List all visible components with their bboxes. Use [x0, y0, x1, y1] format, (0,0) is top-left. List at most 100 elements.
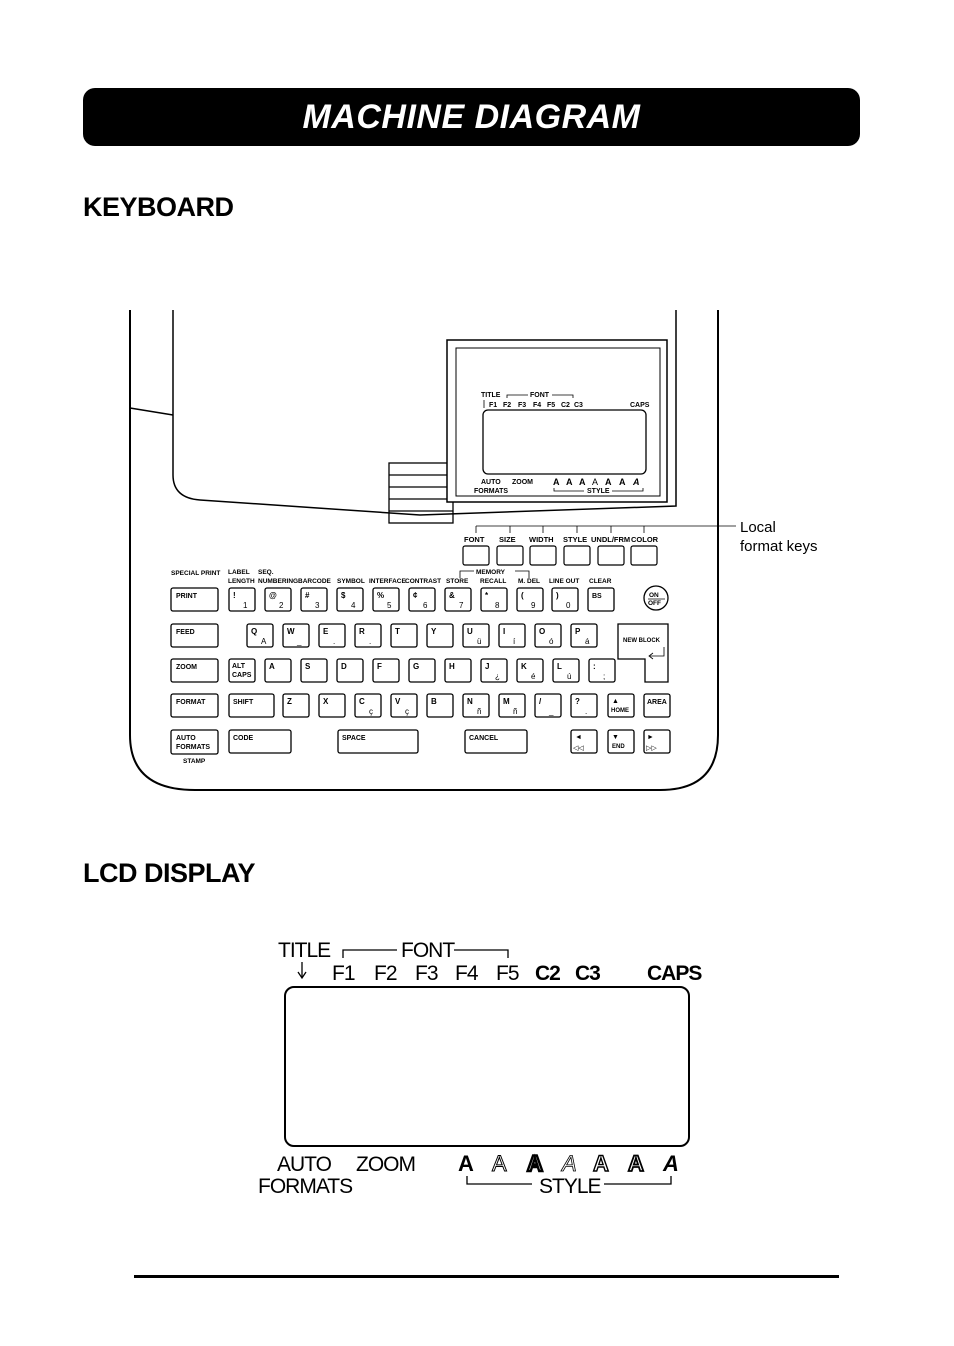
callout-local: Local — [740, 519, 776, 536]
lcd-formats: FORMATS — [258, 1175, 353, 1198]
char-key[interactable] — [516, 658, 544, 683]
char-key-top-label: & — [449, 591, 455, 600]
char-key-bottom-label: 7 — [459, 601, 464, 610]
key-right[interactable] — [643, 729, 671, 754]
lcd-auto: AUTO — [277, 1153, 332, 1176]
char-key[interactable] — [551, 587, 579, 612]
arrow-glyphs: ◄ ◁◁ ▼ ▲ ► ▷▷ — [573, 698, 657, 752]
char-key[interactable] — [426, 693, 454, 718]
label-store: STORE — [446, 578, 469, 585]
char-key-top-label: ( — [521, 591, 524, 600]
char-key[interactable] — [300, 658, 328, 683]
key-space-label: SPACE — [342, 735, 366, 742]
char-key-bottom-label: 6 — [423, 601, 428, 610]
char-key-top-label: / — [539, 697, 542, 706]
double-left-icon: ◁◁ — [573, 745, 584, 752]
key-area[interactable] — [643, 693, 671, 718]
key-alt-caps[interactable] — [228, 658, 256, 683]
char-key-top-label: ) — [556, 591, 559, 600]
char-key[interactable] — [336, 658, 364, 683]
lcd-f3: F3 — [415, 962, 438, 985]
style-bold-glyph: A — [458, 1151, 474, 1176]
char-key-bottom-label: ç — [369, 707, 373, 716]
key-bs-label: BS — [592, 593, 602, 600]
char-key[interactable] — [408, 587, 436, 612]
char-key[interactable] — [300, 587, 328, 612]
lcd-caps: CAPS — [647, 962, 702, 985]
char-key[interactable] — [480, 658, 508, 683]
char-key[interactable] — [588, 658, 616, 683]
key-cancel[interactable] — [464, 729, 528, 754]
char-key[interactable] — [408, 658, 436, 683]
char-key[interactable] — [282, 693, 310, 718]
char-key[interactable] — [354, 693, 382, 718]
key-alt-label: ALT — [232, 663, 246, 670]
char-key-top-label: Z — [287, 697, 292, 706]
char-key[interactable] — [282, 623, 310, 648]
char-key[interactable] — [228, 587, 256, 612]
char-key[interactable] — [426, 623, 454, 648]
char-key-bottom-label: ç — [405, 707, 409, 716]
char-key[interactable] — [444, 587, 472, 612]
char-key-top-label: A — [269, 662, 275, 671]
key-print[interactable] — [170, 587, 219, 612]
key-end-label: END — [612, 744, 625, 750]
char-key[interactable] — [264, 587, 292, 612]
key-on-off[interactable] — [643, 585, 669, 611]
key-zoom-label: ZOOM — [176, 664, 197, 671]
key-auto-formats[interactable] — [170, 729, 219, 755]
small-lcd-caps: CAPS — [630, 402, 650, 409]
format-key-font[interactable] — [462, 545, 490, 566]
char-key-bottom-label: 5 — [387, 601, 392, 610]
key-end[interactable] — [607, 729, 635, 754]
char-key[interactable] — [336, 587, 364, 612]
key-shift[interactable] — [228, 693, 275, 718]
char-key[interactable] — [570, 693, 598, 718]
style-solid-outline-glyph: A — [628, 1151, 644, 1176]
key-left[interactable] — [570, 729, 598, 754]
char-key[interactable] — [570, 623, 598, 648]
char-key[interactable] — [246, 623, 274, 648]
format-key-width[interactable] — [529, 545, 557, 566]
char-key[interactable] — [390, 623, 418, 648]
char-key[interactable] — [534, 623, 562, 648]
key-bs[interactable] — [587, 587, 615, 612]
format-key-style[interactable] — [563, 545, 591, 566]
char-key[interactable] — [534, 693, 562, 718]
char-key[interactable] — [552, 658, 580, 683]
char-key[interactable] — [354, 623, 382, 648]
char-key[interactable] — [498, 693, 526, 718]
key-space[interactable] — [337, 729, 419, 754]
char-key[interactable] — [372, 587, 400, 612]
format-key-size[interactable] — [496, 545, 524, 566]
key-feed[interactable] — [170, 623, 219, 648]
char-key[interactable] — [516, 587, 544, 612]
char-key[interactable] — [444, 658, 472, 683]
lcd-f2: F2 — [374, 962, 397, 985]
key-new-block[interactable] — [617, 623, 669, 683]
small-lcd-f4: F4 — [533, 402, 541, 409]
char-key-top-label: K — [521, 662, 527, 671]
small-lcd-title: TITLE — [481, 392, 501, 399]
char-key-bottom-label: 2 — [279, 601, 284, 610]
lcd-screen — [284, 986, 690, 1147]
char-key[interactable] — [372, 658, 400, 683]
char-key[interactable] — [498, 623, 526, 648]
format-key-undlfrm[interactable] — [597, 545, 625, 566]
char-key-top-label: F — [377, 662, 382, 671]
char-key[interactable] — [264, 658, 292, 683]
key-zoom[interactable] — [170, 658, 219, 683]
char-key[interactable] — [462, 623, 490, 648]
format-key-color[interactable] — [630, 545, 658, 566]
key-home[interactable] — [607, 693, 635, 718]
key-format[interactable] — [170, 693, 219, 718]
char-key[interactable] — [462, 693, 490, 718]
char-key-bottom-label: A — [261, 637, 267, 646]
key-code[interactable] — [228, 729, 292, 754]
char-key[interactable] — [318, 623, 346, 648]
char-key[interactable] — [318, 693, 346, 718]
char-key[interactable] — [480, 587, 508, 612]
char-key[interactable] — [390, 693, 418, 718]
